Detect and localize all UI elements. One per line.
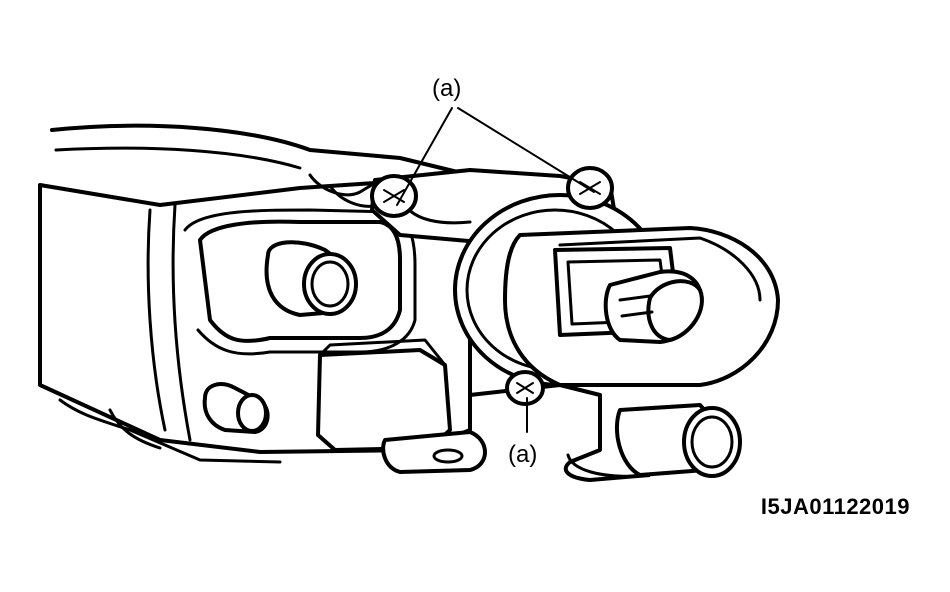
outlet-pipe bbox=[614, 403, 742, 478]
lower-pipe bbox=[202, 382, 270, 434]
electrical-connector bbox=[553, 246, 704, 344]
leader-lines bbox=[396, 107, 595, 433]
figure-code: I5JA01122019 bbox=[760, 494, 910, 519]
bolt-bottom bbox=[505, 370, 545, 406]
callout-label-a-bottom: (a) bbox=[508, 441, 537, 468]
upper-pipe bbox=[264, 240, 358, 317]
bolt-right bbox=[566, 166, 614, 210]
callout-label-a-top: (a) bbox=[432, 75, 461, 102]
bolt-left bbox=[370, 174, 418, 218]
mounting-block bbox=[316, 338, 487, 474]
isc-valve-body bbox=[370, 168, 651, 482]
